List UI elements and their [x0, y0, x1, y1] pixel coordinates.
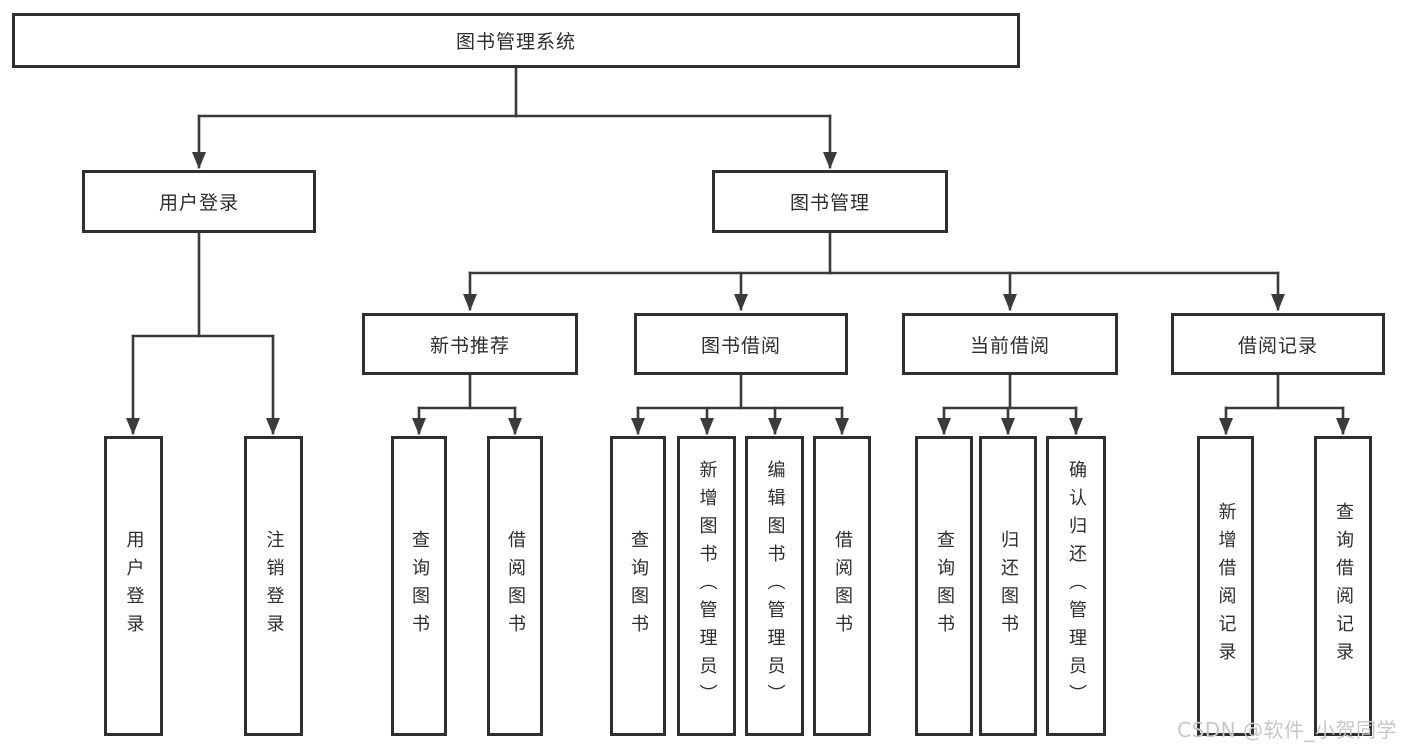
watermark: CSDN @软件_小贺同学	[1177, 718, 1397, 742]
node-book-management: 图书管理	[712, 170, 948, 233]
node-leaf-return-book-label: 归还图书	[998, 530, 1019, 642]
node-leaf-query-record: 查询借阅记录	[1314, 436, 1372, 736]
node-leaf-add-record: 新增借阅记录	[1197, 436, 1254, 736]
node-leaf-query-book-b-label: 查询图书	[628, 530, 649, 642]
node-leaf-edit-book: 编辑图书（管理员）	[745, 436, 804, 736]
node-leaf-borrow-book-b: 借阅图书	[813, 436, 871, 736]
node-root: 图书管理系统	[12, 13, 1020, 68]
node-leaf-return-book: 归还图书	[979, 436, 1037, 736]
node-leaf-borrow-book-b-label: 借阅图书	[832, 530, 853, 642]
node-user-login: 用户登录	[82, 170, 316, 233]
node-book-management-label: 图书管理	[789, 192, 870, 214]
node-current-borrow-label: 当前借阅	[969, 334, 1050, 357]
node-root-label: 图书管理系统	[455, 31, 576, 53]
node-new-book-recommend-label: 新书推荐	[429, 334, 510, 357]
node-leaf-query-book-c: 查询图书	[915, 436, 973, 736]
node-leaf-add-record-label: 新增借阅记录	[1215, 502, 1237, 670]
node-leaf-logout-label: 注销登录	[263, 530, 285, 642]
node-leaf-logout: 注销登录	[244, 436, 303, 736]
node-borrow-record-label: 借阅记录	[1237, 334, 1318, 357]
node-book-borrow: 图书借阅	[634, 313, 848, 375]
node-leaf-user-login: 用户登录	[104, 436, 163, 736]
node-leaf-confirm-return-label: 确认归还（管理员）	[1066, 460, 1087, 712]
node-current-borrow: 当前借阅	[902, 313, 1118, 375]
node-leaf-edit-book-label: 编辑图书（管理员）	[764, 460, 786, 712]
node-book-borrow-label: 图书借阅	[700, 334, 781, 357]
node-leaf-query-record-label: 查询借阅记录	[1333, 502, 1354, 670]
node-borrow-record: 借阅记录	[1171, 313, 1385, 375]
node-user-login-label: 用户登录	[158, 192, 239, 214]
node-leaf-add-book-label: 新增图书（管理员）	[696, 460, 718, 712]
node-leaf-borrow-book-a-label: 借阅图书	[505, 530, 526, 642]
node-leaf-query-book-a: 查询图书	[391, 436, 447, 736]
node-leaf-add-book: 新增图书（管理员）	[677, 436, 736, 736]
node-leaf-query-book-a-label: 查询图书	[409, 530, 430, 642]
node-leaf-confirm-return: 确认归还（管理员）	[1046, 436, 1106, 736]
node-leaf-user-login-label: 用户登录	[123, 530, 145, 642]
node-new-book-recommend: 新书推荐	[362, 313, 578, 375]
node-leaf-borrow-book-a: 借阅图书	[487, 436, 543, 736]
node-leaf-query-book-b: 查询图书	[610, 436, 666, 736]
node-leaf-query-book-c-label: 查询图书	[934, 530, 955, 642]
